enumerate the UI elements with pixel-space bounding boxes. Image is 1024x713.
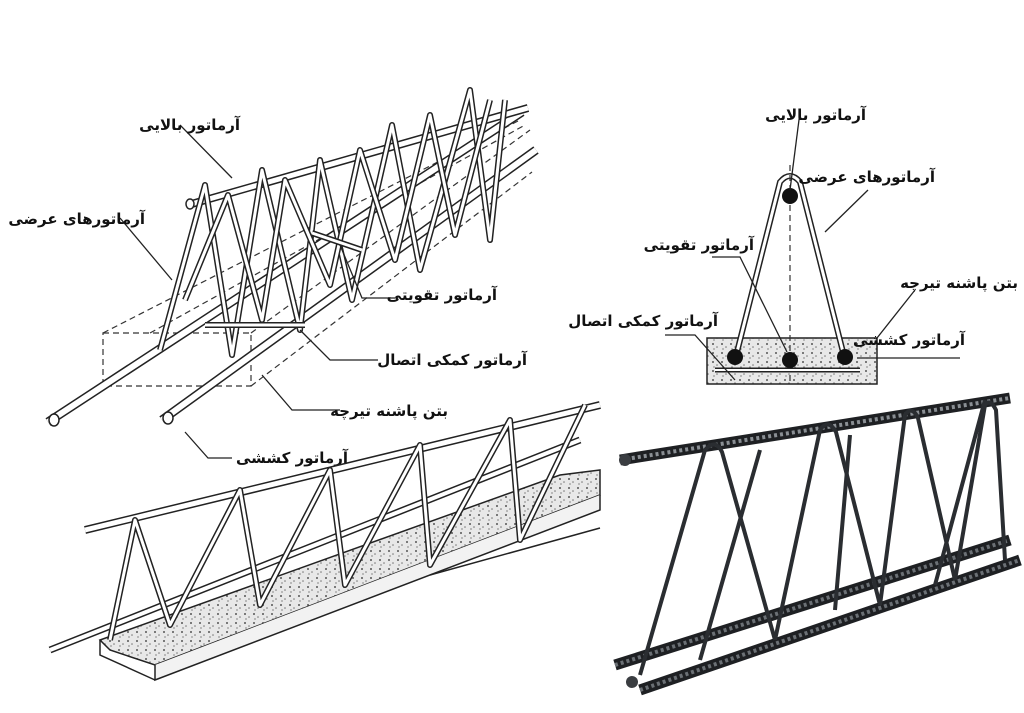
label-top-rebar: آرماتور بالایی [139,116,241,134]
photo-bottom-bar-front [613,534,1012,671]
section-label-reinforcing-rebar: آرماتور تقویتی [644,236,755,254]
leader-lines [119,124,395,459]
bottom-bars [45,108,539,427]
photo-web-bars [638,399,1007,676]
section-label-connection-aid-rebar: آرماتور کمکی اتصال [568,312,719,330]
section-label-joist-heel-concrete: بتن پاشنه تیرچه [900,274,1018,293]
photo-top-bar [619,392,1011,466]
label-connection-aid-rebar: آرماتور کمکی اتصال [377,351,528,369]
joist-concrete-heel [98,469,601,666]
label-transverse-rebars: آرماتورهای عرضی [8,210,145,228]
label-joist-heel-concrete: بتن پاشنه تیرچه [330,402,448,421]
section-top-bar [782,188,798,204]
isometric-truss-diagram: آرماتور بالایی آرماتورهای عرضی آرماتور ت… [8,87,539,467]
section-reinforcing-bar [782,352,798,368]
joist-web-bars [107,403,588,641]
section-right-tension-bar [837,349,853,365]
label-tension-rebar: آرماتور کششی [236,449,349,467]
section-left-tension-bar [727,349,743,365]
section-leader-lines [665,111,960,381]
section-label-top-rebar: آرماتور بالایی [765,106,867,124]
section-label-tension-rebar: آرماتور کششی [853,331,966,349]
joist-sketch [48,401,601,682]
section-label-transverse-rebars: آرماتورهای عرضی [798,168,935,186]
cross-section-diagram: آرماتور بالایی آرماتورهای عرضی آرماتور ت… [568,106,1018,385]
label-reinforcing-rebar: آرماتور تقویتی [387,286,498,304]
steel-truss-photo [613,392,1022,696]
